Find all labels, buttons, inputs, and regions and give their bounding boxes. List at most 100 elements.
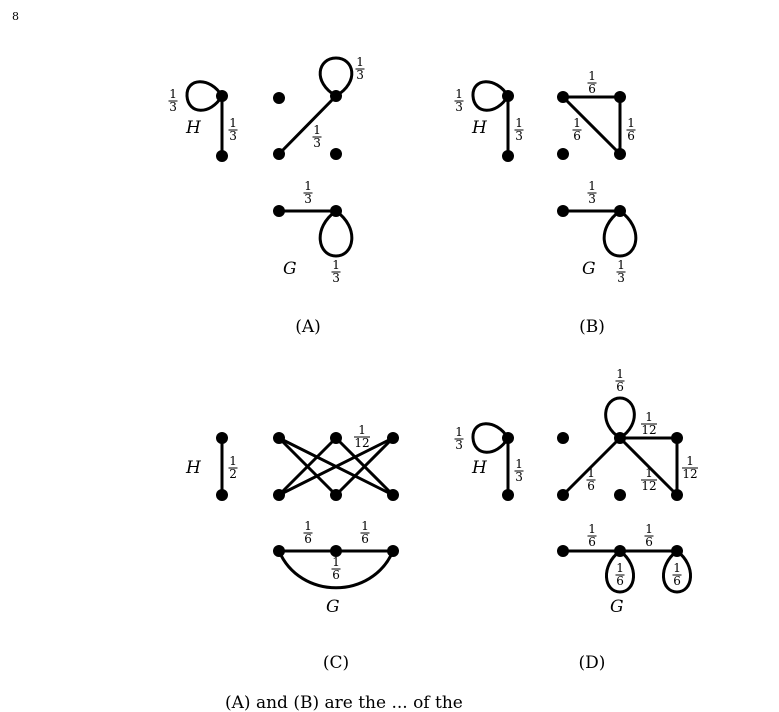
panel-caption: (B) — [579, 317, 605, 337]
svg-text:1: 1 — [587, 466, 595, 480]
svg-text:3: 3 — [588, 192, 596, 206]
graph-vertex — [273, 92, 285, 104]
panel-a: H G 1 3 1 3 1 3 1 3 1 3 1 3 (A) — [168, 55, 365, 337]
svg-text:6: 6 — [673, 574, 681, 588]
panel-caption: (D) — [579, 653, 606, 673]
svg-text:6: 6 — [361, 532, 369, 546]
svg-text:6: 6 — [627, 129, 635, 143]
svg-text:3: 3 — [515, 470, 523, 484]
edge-weight-label: 1 6 — [626, 116, 636, 143]
graph-vertex — [614, 432, 626, 444]
graph-edge — [277, 436, 338, 497]
svg-text:1: 1 — [645, 410, 653, 424]
graph-vertex — [502, 150, 514, 162]
graph-vertex — [216, 432, 228, 444]
edge-weight-label: 1 12 — [641, 466, 657, 493]
loop-edge — [662, 549, 692, 594]
loop-edge — [318, 56, 354, 98]
edge-weight-label: 1 6 — [615, 561, 625, 588]
graph-vertex — [330, 432, 342, 444]
svg-text:1: 1 — [515, 457, 523, 471]
edge-weight-label: 1 6 — [615, 367, 625, 394]
edge-weight-label: 1 6 — [587, 69, 597, 96]
edge-weight-label: 1 12 — [682, 454, 698, 481]
graph-vertex — [557, 489, 569, 501]
edge-weight-label: 1 2 — [228, 454, 238, 481]
graph-vertex — [273, 148, 285, 160]
graph-vertex — [557, 545, 569, 557]
edge-weight-label: 1 6 — [331, 555, 341, 582]
loop-edge — [604, 396, 636, 440]
graph-label-g: G — [326, 597, 340, 617]
svg-text:6: 6 — [588, 82, 596, 96]
graph-label-h: H — [471, 118, 488, 138]
graph-vertex — [330, 489, 342, 501]
graph-vertex — [502, 90, 514, 102]
svg-text:6: 6 — [332, 568, 340, 582]
edge-weight-label: 1 6 — [644, 522, 654, 549]
page-number: 8 — [12, 10, 19, 23]
graph-vertex — [330, 545, 342, 557]
svg-text:6: 6 — [573, 129, 581, 143]
edge-weight-label: 1 3 — [355, 55, 365, 82]
svg-text:1: 1 — [169, 87, 177, 101]
loop-edge — [471, 422, 510, 454]
graph-vertex — [387, 432, 399, 444]
graph-edge — [277, 436, 395, 497]
svg-text:1: 1 — [616, 367, 624, 381]
svg-text:3: 3 — [332, 271, 340, 285]
graph-vertex — [216, 90, 228, 102]
svg-text:3: 3 — [229, 129, 237, 143]
svg-text:6: 6 — [588, 535, 596, 549]
graph-vertex — [273, 545, 285, 557]
edge-weight-label: 1 3 — [454, 425, 464, 452]
svg-text:3: 3 — [455, 100, 463, 114]
body-text-line: (A) and (B) are the ... of the — [225, 693, 463, 712]
graph-label-g: G — [610, 597, 624, 617]
graph-vertex — [502, 432, 514, 444]
graph-vertex — [671, 432, 683, 444]
loop-edge — [471, 80, 510, 112]
svg-text:1: 1 — [455, 87, 463, 101]
svg-text:1: 1 — [313, 123, 321, 137]
edge-weight-label: 1 6 — [572, 116, 582, 143]
graph-vertex — [273, 432, 285, 444]
edge-weight-label: 1 3 — [168, 87, 178, 114]
loop-edge — [605, 549, 635, 594]
svg-text:1: 1 — [455, 425, 463, 439]
graph-vertex — [330, 90, 342, 102]
svg-text:1: 1 — [229, 454, 237, 468]
edge-weight-label: 1 12 — [354, 423, 370, 450]
svg-text:3: 3 — [455, 438, 463, 452]
graph-vertex — [557, 148, 569, 160]
edge-weight-label: 1 6 — [303, 519, 313, 546]
svg-text:3: 3 — [356, 68, 364, 82]
graph-vertex — [614, 148, 626, 160]
edge-weight-label: 1 6 — [360, 519, 370, 546]
edge-weight-label: 1 3 — [312, 123, 322, 150]
svg-text:1: 1 — [617, 258, 625, 272]
graph-edge — [561, 436, 622, 497]
svg-text:1: 1 — [229, 116, 237, 130]
edge-weight-label: 1 12 — [641, 410, 657, 437]
svg-text:1: 1 — [515, 116, 523, 130]
graph-vertex — [671, 489, 683, 501]
graph-vertex — [614, 91, 626, 103]
graph-edge — [618, 436, 679, 497]
svg-text:6: 6 — [304, 532, 312, 546]
graph-label-h: H — [185, 458, 202, 478]
graph-label-h: H — [471, 458, 488, 478]
svg-text:1: 1 — [332, 555, 340, 569]
svg-text:1: 1 — [645, 466, 653, 480]
edge-weight-label: 1 3 — [303, 179, 313, 206]
svg-text:1: 1 — [588, 69, 596, 83]
graph-vertex — [273, 489, 285, 501]
graph-edge — [277, 549, 395, 590]
svg-text:3: 3 — [617, 271, 625, 285]
loop-edge — [602, 209, 638, 258]
graph-vertex — [216, 150, 228, 162]
edge-weight-label: 1 6 — [586, 466, 596, 493]
graph-vertex — [387, 545, 399, 557]
svg-text:1: 1 — [573, 116, 581, 130]
svg-text:1: 1 — [645, 522, 653, 536]
